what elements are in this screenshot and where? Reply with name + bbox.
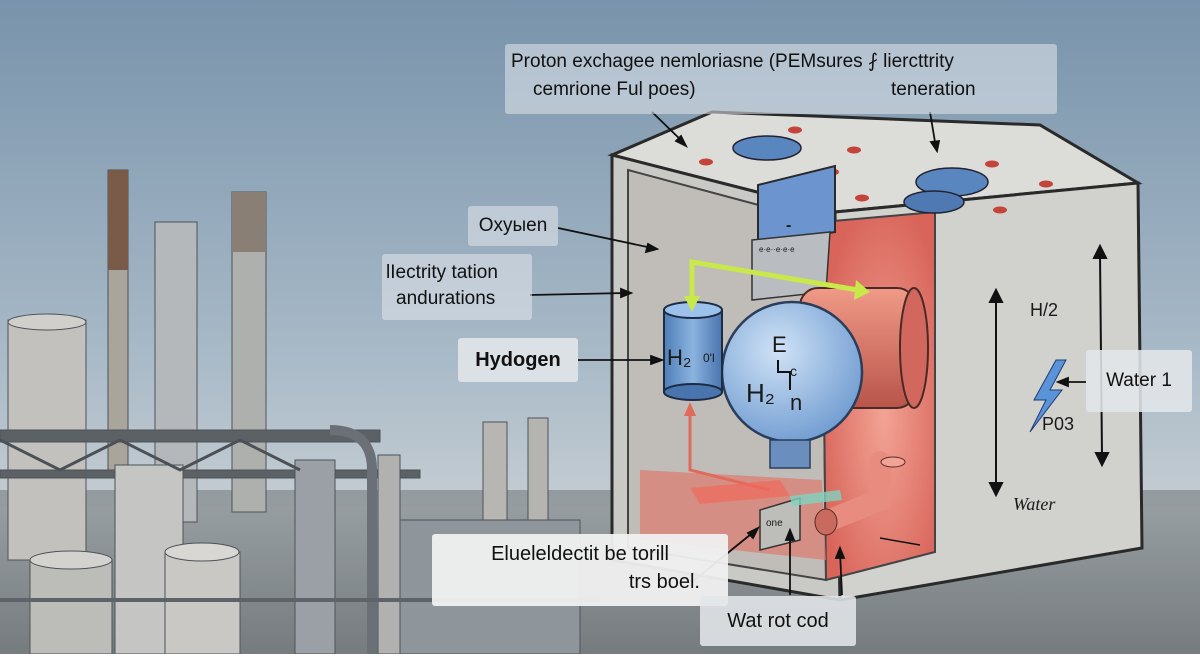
drum-h2-mark: H₂ <box>746 378 775 408</box>
bottom-caption-label: Elueleldectit be torill trs boel. <box>432 534 728 606</box>
green-flow-arrow <box>689 259 859 300</box>
wat-rot-cod-text: Wat rot cod <box>727 610 829 632</box>
box-code: one <box>766 518 783 529</box>
title-label: Proton exchagee nemloriasne (PEMsures ⨏ … <box>505 44 1057 114</box>
top-port-1 <box>732 135 802 161</box>
drum-c-mark: c <box>790 363 797 379</box>
electricity-line-1: lIectrity tation <box>386 262 498 283</box>
fuel-cell-box: e·e··e·e·e - E c H₂ n H₂ 0'l one <box>607 110 1144 602</box>
title-line-2b: teneration <box>891 79 976 100</box>
hydogen-label: Hydogen <box>458 338 578 382</box>
side-p-mark: P03 <box>1042 414 1074 434</box>
oxygen-text: Oxyыen <box>478 215 548 236</box>
vent-piece <box>757 164 836 246</box>
column-1 <box>377 454 401 655</box>
lightning-bolt-icon <box>1029 359 1067 433</box>
side-h2-mark: H/2 <box>1030 300 1058 320</box>
title-line-2a: cemrione Ful poes) <box>533 79 696 100</box>
top-port-3 <box>903 190 965 214</box>
hydrogen-tank <box>663 309 723 393</box>
tank-sub-mark: 0'l <box>703 351 715 365</box>
wat-rot-cod-label: Wat rot cod <box>700 596 856 646</box>
label-pointers <box>529 111 1086 596</box>
oxygen-label: Oxyыen <box>468 206 558 246</box>
title-line-1: Proton exchagee nemloriasne (PEMsures ⨏ … <box>511 51 954 72</box>
side-water-mark: Water <box>1013 494 1056 514</box>
pipe-rack <box>0 429 381 443</box>
drum-n-mark: n <box>790 390 802 415</box>
tank-low-mid <box>164 551 241 655</box>
bottom-pipe <box>819 451 891 531</box>
tank-low-left <box>29 559 113 655</box>
electricity-line-2: andurations <box>396 288 496 309</box>
hydogen-text: Hydogen <box>475 349 561 371</box>
vent-code: e·e··e·e·e <box>759 245 795 254</box>
vent-sign: - <box>786 217 791 234</box>
bottom-line-2: trs boel. <box>628 571 700 593</box>
drum-top-mark: E <box>772 332 787 357</box>
water-1-label: Water 1 <box>1086 350 1192 412</box>
electricity-label: lIectrity tation andurations <box>382 254 532 320</box>
bottom-line-1: Elueleldectit be torill <box>491 543 669 565</box>
tank-h2-mark: H₂ <box>667 345 691 370</box>
water-1-text: Water 1 <box>1106 370 1172 391</box>
